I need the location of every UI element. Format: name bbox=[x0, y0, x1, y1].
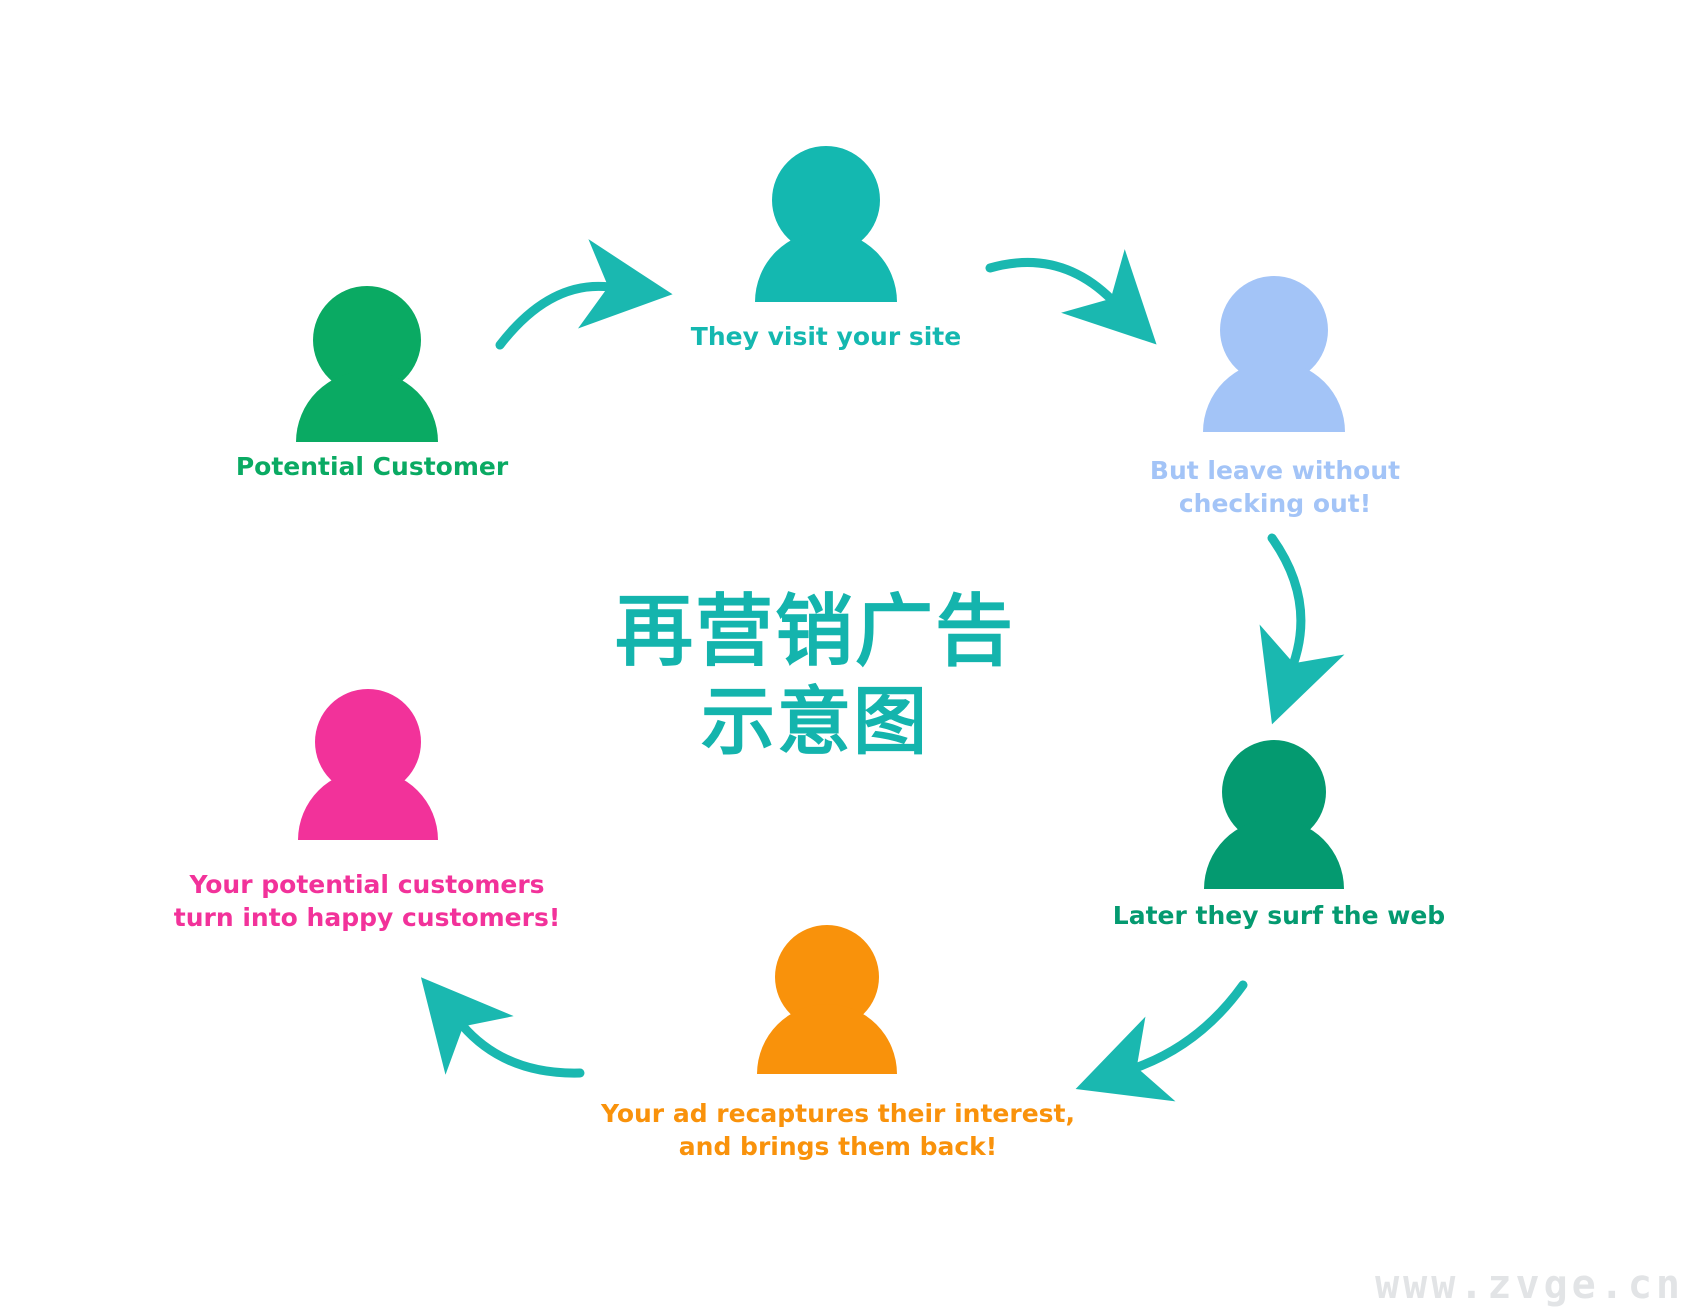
arrow-ad-to-happy bbox=[420, 977, 585, 1078]
step-label-happy-customers: Your potential customers turn into happy… bbox=[174, 868, 560, 934]
person-icon bbox=[298, 689, 438, 840]
label-line: checking out! bbox=[1178, 489, 1372, 518]
label-line: turn into happy customers! bbox=[173, 903, 561, 932]
step-label-potential-customer: Potential Customer bbox=[236, 450, 508, 483]
person-head bbox=[775, 925, 879, 1029]
person-body bbox=[757, 1004, 897, 1074]
label-line: Your ad recaptures their interest, bbox=[601, 1099, 1075, 1128]
step-label-surf-web: Later they surf the web bbox=[1113, 899, 1445, 932]
label-line: Your potential customers bbox=[189, 870, 545, 899]
diagram-title: 再营销广告 bbox=[614, 587, 1016, 677]
step-label-leave-without-checkout: But leave without checking out! bbox=[1150, 454, 1400, 520]
label-line: They visit your site bbox=[690, 322, 962, 351]
person-body bbox=[296, 371, 438, 442]
arrow-customer-to-site bbox=[495, 239, 673, 350]
label-line: and brings them back! bbox=[678, 1132, 998, 1161]
watermark: www.zvge.cn bbox=[1375, 1262, 1684, 1308]
person-head bbox=[315, 689, 421, 795]
person-icon bbox=[755, 146, 897, 302]
label-line: But leave without bbox=[1149, 456, 1401, 485]
person-head bbox=[313, 286, 421, 394]
arrow-site-to-leave bbox=[985, 249, 1157, 345]
label-line: Potential Customer bbox=[235, 452, 509, 481]
person-head bbox=[772, 146, 880, 254]
person-icon bbox=[1203, 276, 1345, 432]
arrow-leave-to-surf bbox=[1259, 533, 1345, 725]
label-line: Later they surf the web bbox=[1112, 901, 1446, 930]
step-label-ad-recaptures: Your ad recaptures their interest, and b… bbox=[601, 1097, 1075, 1163]
person-body bbox=[755, 231, 897, 302]
person-head bbox=[1222, 740, 1326, 844]
person-body bbox=[1203, 361, 1345, 432]
person-icon bbox=[757, 925, 897, 1074]
person-icon bbox=[296, 286, 438, 442]
person-head bbox=[1220, 276, 1328, 384]
step-label-visit-site: They visit your site bbox=[691, 320, 961, 353]
person-body bbox=[298, 770, 438, 840]
person-icon bbox=[1204, 740, 1344, 889]
arrow-surf-to-ad bbox=[1075, 980, 1248, 1102]
person-body bbox=[1204, 819, 1344, 889]
diagram-subtitle: 示意图 bbox=[701, 679, 929, 765]
